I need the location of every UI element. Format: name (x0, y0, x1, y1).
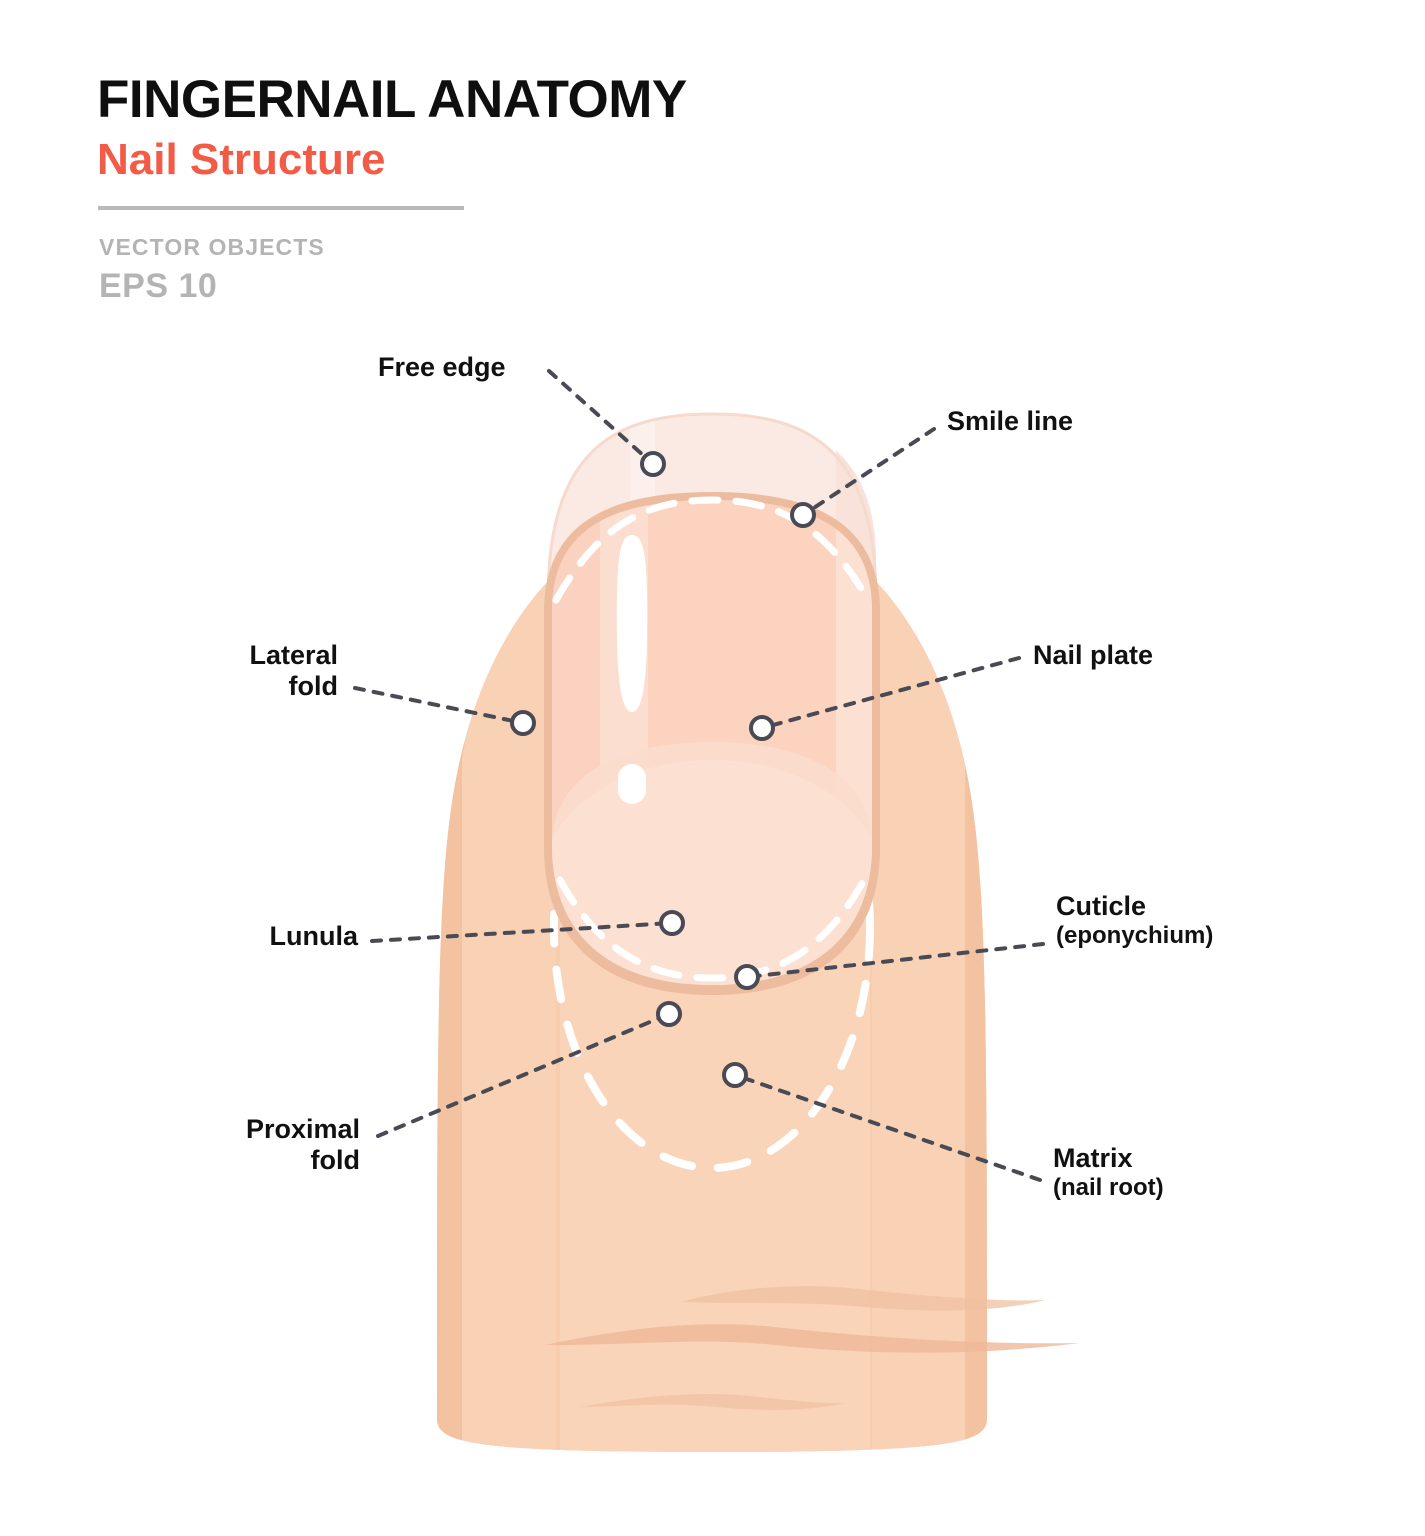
finger-body (437, 505, 1080, 1452)
page-title: FINGERNAIL ANATOMY (97, 70, 687, 129)
callout-text-smile-line: Smile line (947, 406, 1074, 436)
eps-version-label: EPS 10 (99, 267, 218, 306)
vector-objects-label: VECTOR OBJECTS (99, 234, 325, 261)
leader-proximal-fold (376, 1012, 671, 1138)
smile-line-dashes (552, 496, 872, 604)
leader-free-edge (547, 369, 655, 466)
callout-label-matrix: Matrix (nail root) (1053, 1143, 1164, 1201)
callout-label-cuticle: Cuticle (eponychium) (1056, 891, 1213, 949)
marker-free-edge (640, 451, 666, 477)
marker-proximal-fold (656, 1001, 682, 1027)
leader-nail-plate (760, 656, 1021, 730)
leader-matrix (733, 1073, 1042, 1182)
free-edge-region (546, 412, 878, 700)
page-subtitle: Nail Structure (97, 135, 386, 185)
marker-cuticle (734, 964, 760, 990)
callout-text-matrix: Matrix (1053, 1143, 1133, 1173)
matrix-outline-dashed (550, 684, 874, 1172)
leader-cuticle (745, 942, 1045, 979)
callout-label-nail-plate: Nail plate (1033, 640, 1153, 671)
marker-nail-plate (749, 715, 775, 741)
marker-matrix (722, 1062, 748, 1088)
callout-text-nail-plate: Nail plate (1033, 640, 1154, 670)
callout-subtext-cuticle: (eponychium) (1056, 921, 1214, 949)
callout-subtext-matrix: (nail root) (1053, 1173, 1164, 1201)
callout-label-lunula: Lunula (38, 921, 359, 952)
callout-text-lunula: Lunula (269, 921, 359, 951)
leader-smile-line (801, 427, 936, 517)
callout-markers (510, 451, 816, 1088)
callout-text-cuticle: Cuticle (1056, 891, 1147, 921)
callout-text-lateral-fold-line1: Lateral (249, 640, 338, 670)
leader-lunula (370, 921, 674, 943)
callout-text-proximal-fold-line2: fold (310, 1144, 360, 1175)
callout-label-free-edge: Free edge (378, 352, 506, 383)
marker-smile-line (790, 502, 816, 528)
callout-label-lateral-fold: Lateral fold (18, 640, 338, 701)
cuticle-line-dashes (556, 876, 868, 982)
leader-lateral-fold (353, 686, 525, 725)
callout-text-free-edge: Free edge (378, 352, 506, 382)
skin-creases (545, 1286, 1080, 1410)
callout-text-proximal-fold-line1: Proximal (245, 1114, 360, 1144)
marker-lunula (659, 910, 685, 936)
callout-label-smile-line: Smile line (947, 406, 1073, 437)
marker-lateral-fold (510, 710, 536, 736)
callout-text-lateral-fold-line2: fold (288, 670, 338, 701)
title-divider (98, 206, 464, 211)
leader-lines (353, 369, 1045, 1182)
callout-label-proximal-fold: Proximal fold (40, 1114, 360, 1175)
title-block: FINGERNAIL ANATOMY Nail Structure VECTOR… (97, 72, 857, 306)
nail-plate-region (544, 492, 880, 995)
